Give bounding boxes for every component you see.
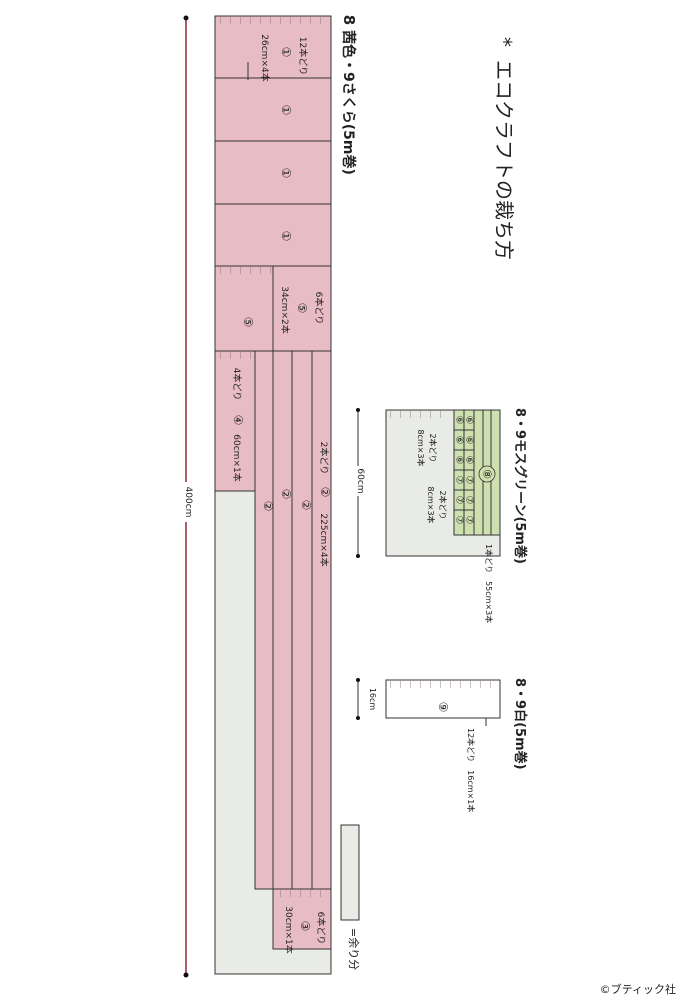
strip-8-num-bg	[478, 465, 496, 483]
ruler-ticks	[220, 352, 252, 359]
strip-6-num-label: ⑥	[464, 416, 475, 425]
strip-6-count-label: 2本どり	[428, 433, 438, 462]
strip-6-num-label: ⑥	[454, 436, 465, 445]
main-roll: 400cm 12本どり ① 26cm×4本 ① ① ①	[178, 15, 361, 978]
green-length-start-dot	[356, 408, 360, 412]
strip-1-num-label: ①	[279, 231, 293, 242]
white-note-label: 12本どり 16cm×1本	[466, 728, 476, 812]
strip-4-count-label: 4本どり	[231, 368, 243, 401]
strip-3-spec-label: 30cm×1本	[283, 906, 295, 953]
strip-5-num-label: ⑤	[295, 303, 309, 314]
green-length-label: 60cm	[355, 468, 365, 493]
ruler-ticks	[220, 267, 272, 274]
white-length-label: 16cm	[368, 688, 377, 711]
strip-6-num-label: ⑥	[454, 456, 465, 465]
white-roll: 16cm ⑨ 12本どり 16cm×1本 8・9白(5m巻)	[356, 678, 528, 812]
green-length-label-bg	[350, 466, 366, 496]
strip-1-spec-label: 26cm×4本	[259, 34, 271, 81]
strip-7-num-label: ⑦	[464, 496, 475, 505]
ruler-ticks	[280, 890, 330, 897]
main-heading-number: 8	[340, 15, 358, 25]
white-ruler-ticks	[390, 681, 498, 688]
white-num-label: ⑨	[436, 702, 450, 713]
strip-3-num-label: ③	[298, 921, 312, 932]
remainder-legend-label: =余り分	[347, 928, 361, 970]
strip-1-num-label: ①	[279, 105, 293, 116]
strip-3-count-label: 6本どり	[315, 912, 327, 945]
strip-2-count-label: 2本どり	[318, 442, 330, 475]
green-length-end-dot	[356, 554, 360, 558]
green-heading-text: 8・9モスグリーン(5m巻)	[512, 408, 528, 564]
strip-2-num-label: ②	[299, 500, 313, 511]
green-ruler-ticks	[390, 411, 450, 418]
strip-7-count-label: 2本どり	[438, 490, 448, 519]
white-length-end-dot	[356, 716, 360, 720]
strip-7-num-label: ⑦	[454, 516, 465, 525]
strip-2-num-label: ②	[318, 487, 332, 498]
total-length-label-bg	[178, 482, 194, 522]
strip-3-block	[272, 888, 332, 950]
credit: ©ブティック社	[600, 982, 676, 996]
strip-7-num-label: ⑦	[454, 476, 465, 485]
total-length-end-dot	[183, 972, 189, 978]
title-mark: *	[492, 37, 516, 47]
strip-1-num-label: ①	[279, 168, 293, 179]
page-title: エコクラフトの裁ち方	[492, 60, 516, 260]
strip-8-note-label: 1本どり 55cm×3本	[484, 544, 494, 623]
strip-2-block	[254, 350, 332, 890]
remainder-legend-swatch	[340, 824, 360, 921]
strip-2-num-label: ②	[261, 501, 275, 512]
main-heading-text: 茜色・9さくら(5m巻)	[340, 30, 357, 175]
total-length-start-dot	[183, 15, 189, 21]
strip-5-count-label: 6本どり	[313, 292, 325, 325]
ruler-ticks	[220, 17, 330, 24]
white-heading-text: 8・9白(5m巻)	[512, 678, 528, 770]
strip-6-num-label: ⑥	[454, 416, 465, 425]
strip-5-num-label: ⑤	[241, 317, 255, 328]
strip-5-spec-label: 34cm×2本	[279, 286, 291, 333]
strip-7-num-label: ⑦	[464, 516, 475, 525]
strip-6-num-label: ⑥	[464, 456, 475, 465]
strip-6-num-label: ⑥	[464, 436, 475, 445]
strip-4-block	[214, 350, 256, 492]
strip-7-num-label: ⑦	[454, 496, 465, 505]
total-length-label: 400cm	[183, 487, 193, 518]
strip-2-num-label: ②	[279, 489, 293, 500]
green-roll: 60cm ⑧ ⑥ ⑥ ⑥ ⑥ ⑥ ⑥ ⑦ ⑦ ⑦ ⑦ ⑦ ⑦ 2本どり 8cm×…	[350, 408, 528, 623]
strip-2-spec-label: 225cm×4本	[318, 513, 330, 566]
strip-7-spec-label: 8cm×3本	[426, 486, 436, 523]
strip-1-num-label: ①	[279, 47, 293, 58]
strip-8-num-label: ⑧	[481, 469, 494, 479]
strip-4-spec-label: 60cm×1本	[231, 434, 243, 481]
strip-1-count-label: 12本どり	[297, 37, 309, 75]
strip-7-num-label: ⑦	[464, 476, 475, 485]
strip-4-num-label: ④	[231, 415, 245, 426]
white-length-start-dot	[356, 678, 360, 682]
strip-6-spec-label: 8cm×3本	[416, 429, 426, 466]
